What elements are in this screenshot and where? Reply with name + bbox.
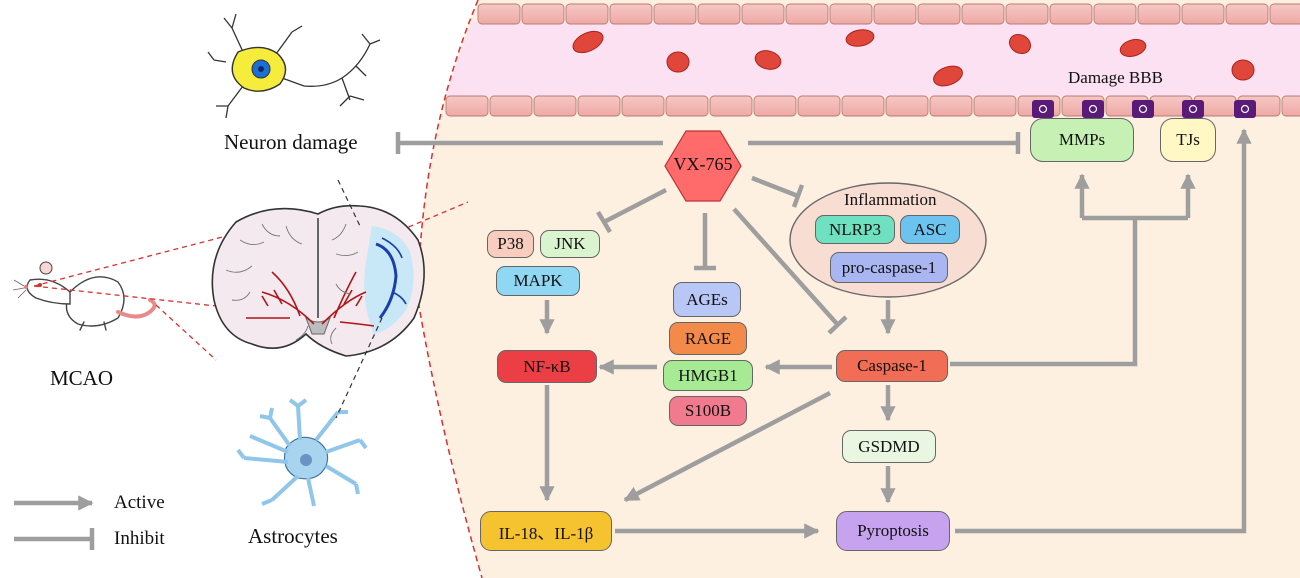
zoom-line-rat-brain-lower: [33, 285, 217, 307]
vessel-wall-cell: [1137, 3, 1181, 25]
vessel-wall-cell: [753, 95, 797, 117]
nfkb-node: NF-κB: [497, 350, 597, 383]
vessel-wall-cell: [785, 3, 829, 25]
damage-bbb-label: Damage BBB: [1068, 68, 1163, 87]
il-node: IL-18、IL-1β: [480, 511, 612, 551]
vessel-wall-cell: [917, 3, 961, 25]
astrocyte-connector: [335, 317, 383, 419]
tjs-node: TJs: [1160, 118, 1216, 162]
inhibit-vx-inflammation: [751, 175, 799, 199]
vessel-wall-cell: [961, 3, 1005, 25]
caspase1-node: Caspase-1: [836, 350, 948, 382]
nlrp3-node: NLRP3: [815, 215, 895, 244]
vessel-wall-cell: [873, 3, 917, 25]
astrocyte-illustration: [236, 398, 368, 507]
vessel-wall-cell: [1049, 3, 1093, 25]
vessel-wall-cell: [621, 95, 665, 117]
p38-node: P38: [487, 230, 534, 258]
inhibit-lines: [395, 132, 1021, 335]
vessel-wall-cell: [577, 95, 621, 117]
vessel-bottom-wall: [445, 95, 1300, 117]
vessel-wall-cell: [665, 95, 709, 117]
vessel-wall-cell: [489, 95, 533, 117]
vessel-wall-cell: [841, 95, 885, 117]
pyroptosis-node: Pyroptosis: [836, 511, 950, 551]
vessel-wall-cell: [1281, 95, 1300, 117]
zoom-dashed-line: [417, 0, 483, 578]
vessel-wall-cell: [1093, 3, 1137, 25]
rat-illustration: [12, 261, 157, 331]
vessel-wall-cell: [741, 3, 785, 25]
red-blood-cells: [572, 29, 1255, 87]
vessel-wall-cell: [973, 95, 1017, 117]
vessel-wall-cell: [797, 95, 841, 117]
vx765-hexagon: [664, 130, 742, 202]
vessel-wall-cell: [609, 3, 653, 25]
jnk-node: JNK: [540, 230, 600, 258]
vessel-wall-cell: [697, 3, 741, 25]
line-caspase-junction: [950, 218, 1138, 367]
vessel-wall-cell: [521, 3, 565, 25]
neuron-illustration: [207, 13, 381, 119]
inflammation-label: Inflammation: [844, 190, 937, 209]
vessel-wall-cell: [1225, 3, 1269, 25]
neuron-damage-label: Neuron damage: [224, 130, 358, 154]
s100b-node: S100B: [669, 396, 747, 426]
vessel-wall-cell: [1181, 3, 1225, 25]
arrow-caspase-il: [623, 391, 832, 502]
brain-section: [211, 204, 425, 357]
zoom-line-rat-brain-upper: [33, 233, 235, 287]
vessel-wall-cell: [445, 95, 489, 117]
pro-caspase1-node: pro-caspase-1: [830, 252, 948, 283]
ages-node: AGEs: [673, 282, 741, 317]
legend-active-label: Active: [114, 492, 165, 513]
vessel-wall-cell: [477, 3, 521, 25]
gsdmd-node: GSDMD: [842, 430, 936, 463]
hmgb1-node: HMGB1: [663, 360, 753, 391]
vessel-wall-cell: [885, 95, 929, 117]
active-arrows: [539, 128, 1252, 539]
vessel-wall-cell: [829, 3, 873, 25]
arrow-pyroptosis-bbb: [955, 128, 1252, 534]
tight-junction-markers: [1032, 100, 1256, 118]
mcao-label: MCAO: [50, 366, 114, 390]
mmps-node: MMPs: [1030, 118, 1134, 162]
legend-inhibit-label: Inhibit: [114, 528, 165, 549]
vessel-wall-cell: [653, 3, 697, 25]
legend-inhibit-bar: [14, 528, 95, 550]
vessel-lumen: [446, 22, 1300, 96]
astrocytes-label: Astrocytes: [248, 524, 338, 548]
zoom-line-rat-brain-bottom: [155, 304, 217, 361]
vessel-wall-cell: [709, 95, 753, 117]
vessel-top-wall: [477, 3, 1300, 25]
vx765-node: VX-765: [673, 154, 733, 174]
vessel-wall-cell: [929, 95, 973, 117]
inhibit-vx-caspase: [732, 207, 840, 327]
vessel-wall-cell: [1269, 3, 1300, 25]
asc-node: ASC: [900, 215, 960, 244]
inhibit-vx-mapk: [602, 188, 668, 224]
vessel-wall-cell: [565, 3, 609, 25]
mapk-node: MAPK: [496, 266, 580, 296]
rage-node: RAGE: [669, 322, 747, 355]
vessel-wall-cell: [533, 95, 577, 117]
vessel-wall-cell: [1005, 3, 1049, 25]
